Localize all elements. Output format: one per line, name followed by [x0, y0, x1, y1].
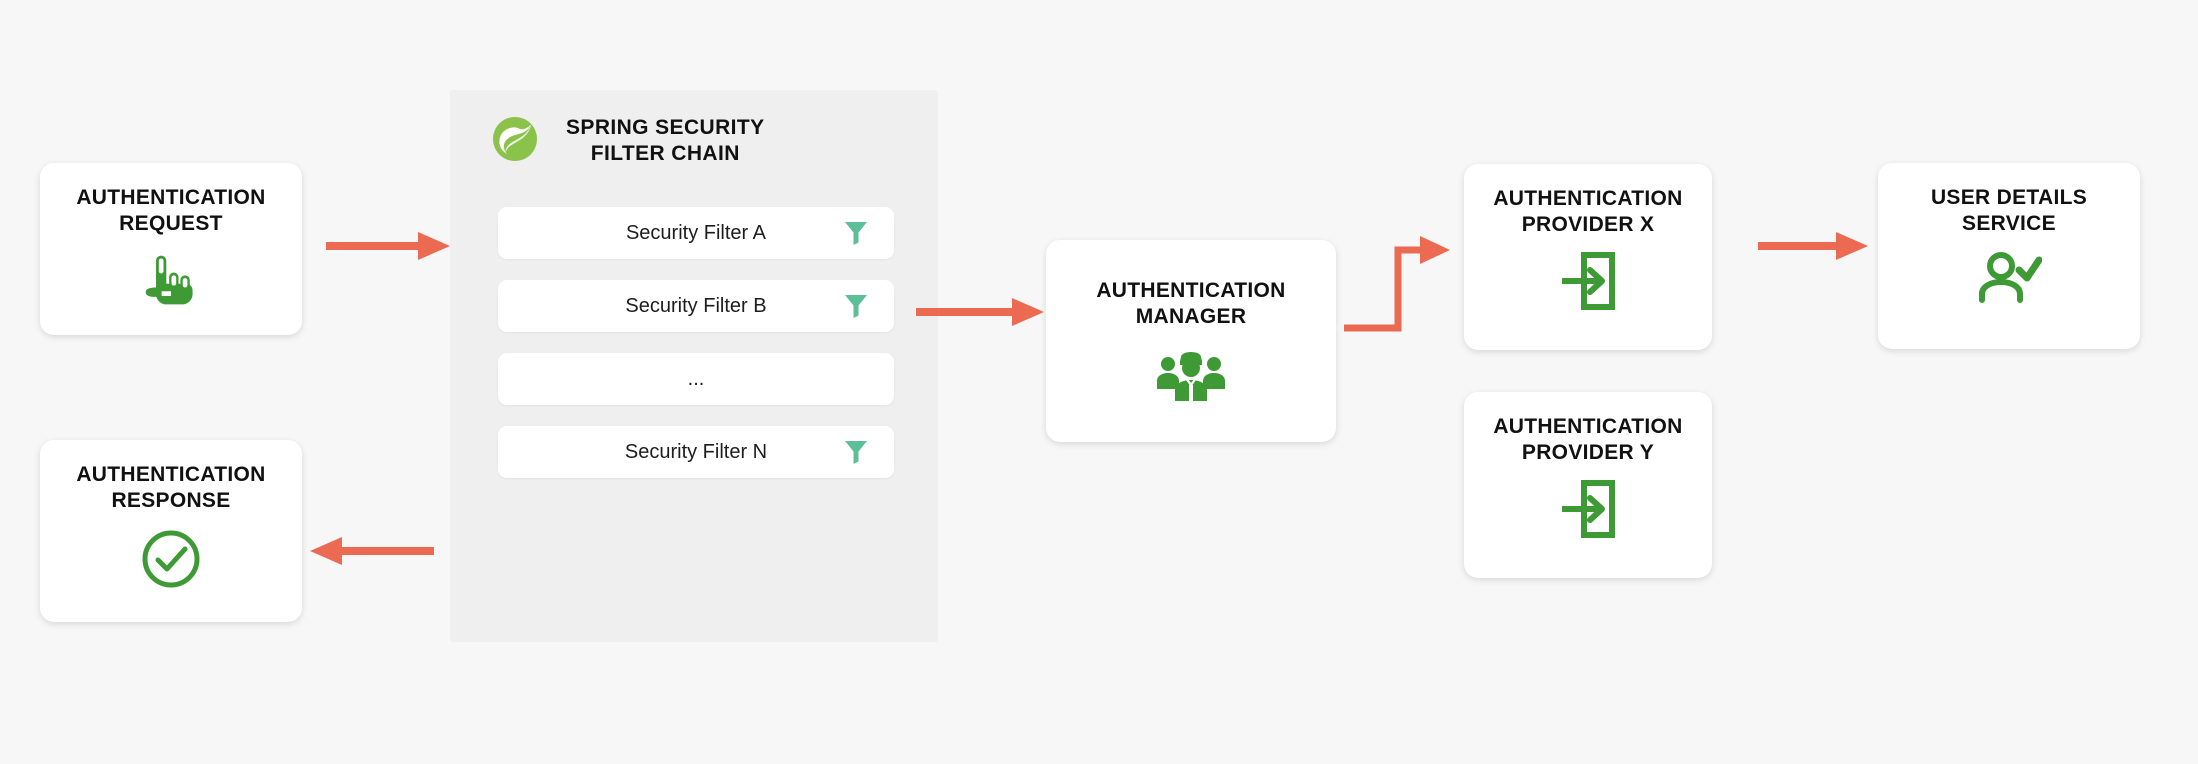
- filter-row-security-filter-a[interactable]: Security Filter A: [498, 207, 894, 259]
- card-title: AUTHENTICATION PROVIDER Y: [1493, 415, 1683, 464]
- arrow-filter-chain-to-manager: [916, 294, 1044, 330]
- filter-label: Security Filter A: [625, 221, 767, 244]
- filter-label: ...: [687, 367, 705, 390]
- card-authentication-response[interactable]: AUTHENTICATION RESPONSE: [40, 440, 302, 622]
- spring-leaf-logo: [492, 116, 538, 167]
- arrow-provider-x-to-user-details: [1758, 228, 1868, 264]
- spring-security-filter-chain-panel: SPRING SECURITY FILTER CHAIN Security Fi…: [450, 90, 938, 642]
- pointing-hand-icon: [141, 250, 201, 310]
- card-title: USER DETAILS SERVICE: [1930, 186, 2088, 235]
- card-authentication-request[interactable]: AUTHENTICATION REQUEST: [40, 163, 302, 335]
- check-circle-icon: [141, 529, 201, 589]
- filter-row-security-filter-n[interactable]: Security Filter N: [498, 426, 894, 478]
- filter-label: Security Filter B: [625, 294, 767, 317]
- card-title: AUTHENTICATION PROVIDER X: [1493, 187, 1683, 236]
- card-title: AUTHENTICATION MANAGER: [1096, 279, 1286, 328]
- funnel-filter-icon: [844, 220, 868, 246]
- login-door-icon: [1560, 251, 1616, 311]
- filter-row-ellipsis[interactable]: ...: [498, 353, 894, 405]
- card-user-details-service[interactable]: USER DETAILS SERVICE: [1878, 163, 2140, 349]
- management-team-icon: [1155, 347, 1227, 403]
- login-door-icon: [1560, 479, 1616, 539]
- arrow-manager-to-provider-x: [1340, 228, 1450, 348]
- filter-chain-header: SPRING SECURITY FILTER CHAIN: [450, 115, 938, 168]
- arrow-filter-chain-to-response: [310, 533, 434, 569]
- filter-chain-title: SPRING SECURITY FILTER CHAIN: [566, 116, 765, 166]
- card-authentication-manager[interactable]: AUTHENTICATION MANAGER: [1046, 240, 1336, 442]
- card-title: AUTHENTICATION REQUEST: [76, 186, 266, 235]
- user-check-icon: [1976, 250, 2042, 304]
- arrow-request-to-filter-chain: [326, 228, 450, 264]
- filter-label: Security Filter N: [624, 440, 768, 463]
- filter-row-security-filter-b[interactable]: Security Filter B: [498, 280, 894, 332]
- funnel-filter-icon: [844, 293, 868, 319]
- card-authentication-provider-y[interactable]: AUTHENTICATION PROVIDER Y: [1464, 392, 1712, 578]
- card-authentication-provider-x[interactable]: AUTHENTICATION PROVIDER X: [1464, 164, 1712, 350]
- funnel-filter-icon: [844, 439, 868, 465]
- card-title: AUTHENTICATION RESPONSE: [76, 463, 266, 512]
